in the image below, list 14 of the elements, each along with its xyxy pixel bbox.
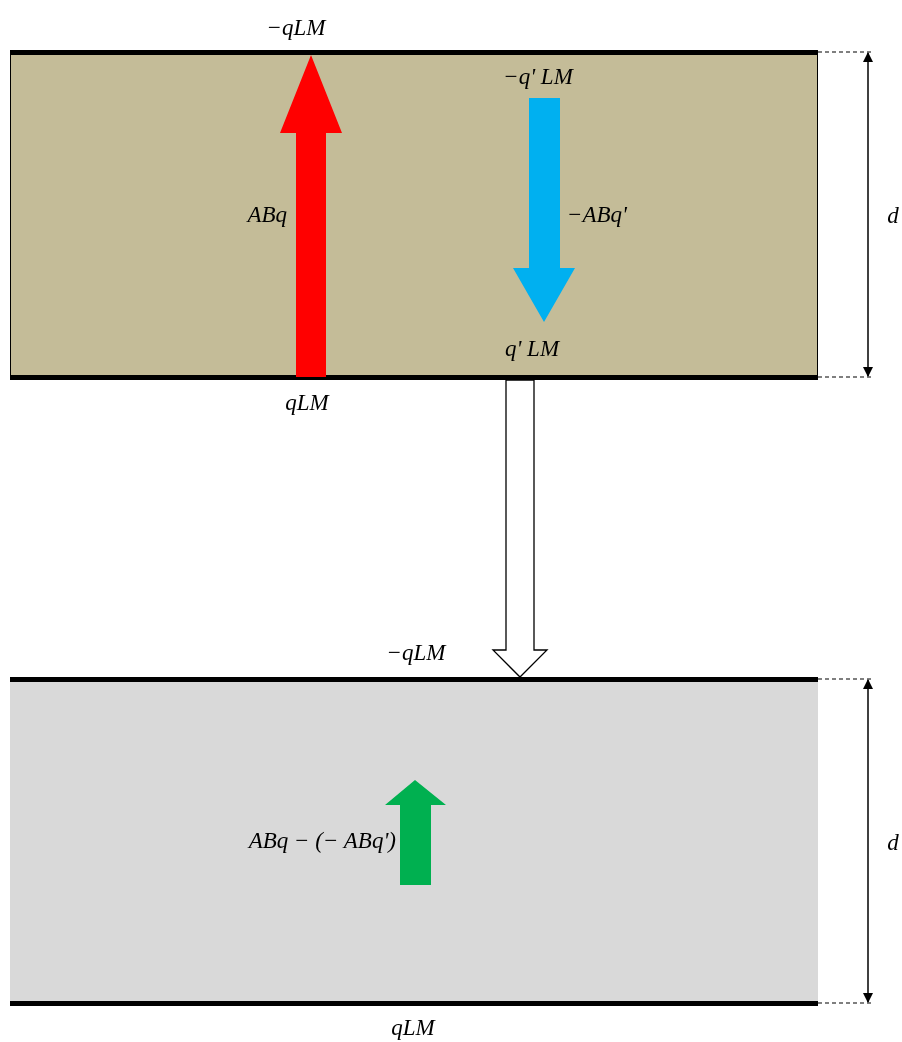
charge-label: −q' LM	[503, 64, 573, 88]
dimension-label: d	[887, 203, 899, 227]
charge-label: qLM	[391, 1015, 435, 1039]
charge-label: q' LM	[504, 336, 560, 360]
charge-label: −qLM	[386, 640, 446, 664]
block-arrow	[491, 379, 549, 678]
charge-label: qLM	[285, 390, 329, 414]
charge-label: −qLM	[266, 15, 326, 39]
flux-label: −ABq'	[567, 202, 628, 226]
material-slab	[10, 677, 818, 1006]
dimension-label: d	[887, 830, 899, 854]
flux-label: ABq − (− ABq')	[248, 828, 396, 852]
flux-label: ABq	[247, 202, 287, 226]
material-slab	[10, 50, 818, 380]
